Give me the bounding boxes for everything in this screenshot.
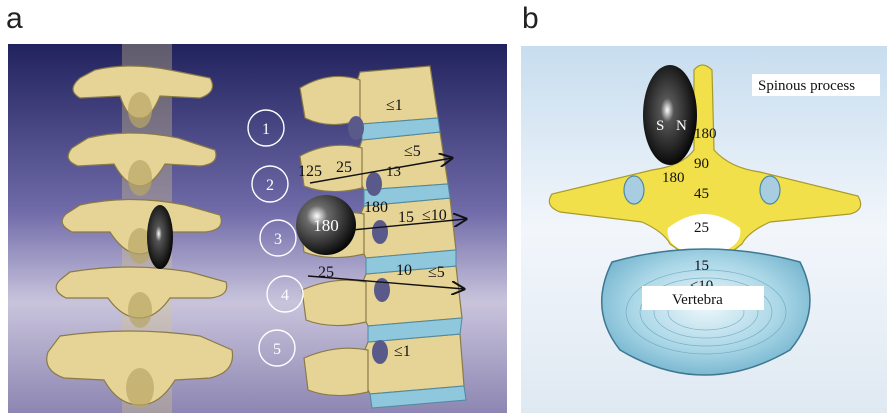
panel-b: S N Spinous process 180 180 90 45 25 15 … bbox=[521, 46, 887, 413]
value-b-90: 90 bbox=[694, 156, 709, 172]
value-b-25: 25 bbox=[694, 220, 709, 236]
value-level2-125: 125 bbox=[298, 163, 322, 180]
level-number-4: 4 bbox=[281, 287, 289, 304]
value-level2-le5: ≤5 bbox=[404, 143, 421, 160]
value-level4-25: 25 bbox=[318, 264, 334, 281]
magnet-south-label: S bbox=[656, 118, 664, 134]
value-b-45: 45 bbox=[694, 186, 709, 202]
level-number-3: 3 bbox=[274, 231, 282, 248]
value-level2-13: 13 bbox=[386, 164, 401, 180]
level-number-1: 1 bbox=[262, 121, 270, 138]
panel-a: 1 2 3 4 5 180 ≤1 125 25 13 ≤5 180 15 ≤10… bbox=[8, 44, 507, 413]
magnet-axial bbox=[643, 65, 697, 165]
value-b-180-top: 180 bbox=[694, 126, 717, 142]
value-level3-15: 15 bbox=[398, 209, 414, 226]
value-level1: ≤1 bbox=[386, 97, 403, 114]
value-b-180-left: 180 bbox=[662, 170, 685, 186]
magnet-north-label: N bbox=[676, 118, 687, 134]
magnet-posterior bbox=[147, 205, 173, 269]
left-facet bbox=[624, 176, 644, 204]
magnet-value: 180 bbox=[313, 216, 339, 235]
value-level2-25: 25 bbox=[336, 159, 352, 176]
level-number-2: 2 bbox=[266, 177, 274, 194]
value-level4-10: 10 bbox=[396, 262, 412, 279]
right-facet bbox=[760, 176, 780, 204]
vertebra-label: Vertebra bbox=[672, 292, 723, 308]
value-level3-le10: ≤10 bbox=[422, 207, 447, 224]
value-level5: ≤1 bbox=[394, 343, 411, 360]
level-number-5: 5 bbox=[273, 341, 281, 358]
value-level4-le5: ≤5 bbox=[428, 264, 445, 281]
value-level3-180: 180 bbox=[364, 199, 388, 216]
spinous-process-label: Spinous process bbox=[758, 78, 855, 94]
value-b-15: 15 bbox=[694, 258, 709, 274]
